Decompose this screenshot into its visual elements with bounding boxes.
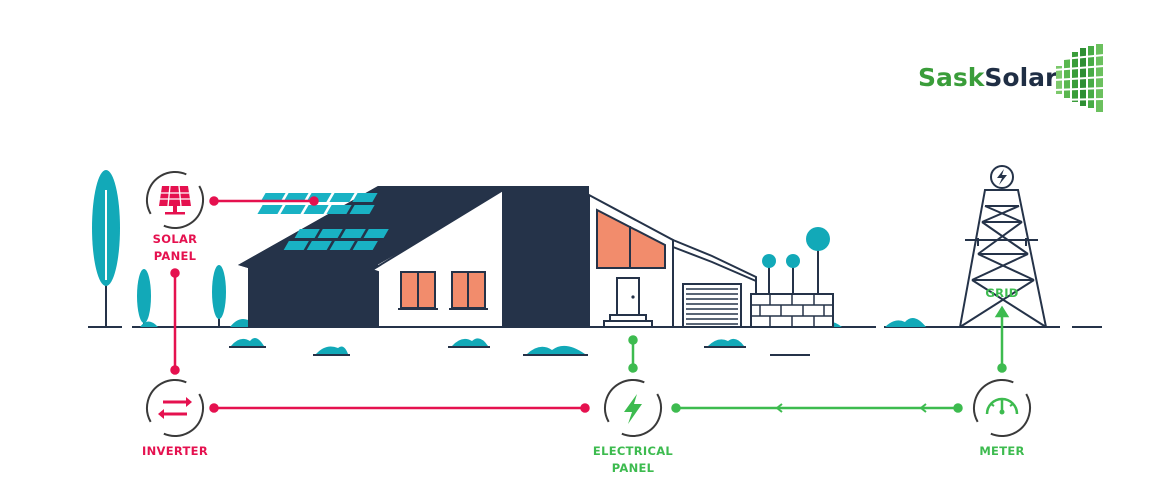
red-flow-lines [170,196,590,413]
lollipop-trees [762,227,830,294]
svg-text:SaskSolar: SaskSolar [918,63,1058,92]
grid-label: GRID [985,286,1018,300]
power-tower [959,165,1047,328]
inverter-arrows-icon [158,397,192,419]
brand-grid-mark [1053,44,1105,112]
small-tree-left [137,269,151,327]
brand-name-part2: Solar [984,63,1058,92]
lightning-bolt-icon [624,394,642,424]
solar-panel-label-line2: PANEL [154,249,197,263]
brand-name-part1: Sask [918,63,986,92]
small-tree-center [212,265,226,327]
gauge-meter-icon [985,397,1019,415]
solar-panel-node: SOLAR PANEL [146,171,204,263]
solar-panel-label-line1: SOLAR [153,232,198,246]
meter-label: METER [979,444,1024,458]
sasksolar-logo: SaskSolar [918,44,1105,112]
house [238,186,834,328]
meter-node: METER [973,379,1031,458]
moon-icon [269,97,333,166]
solar-panel-icon [159,185,191,215]
green-flow-lines [628,305,1010,413]
electrical-panel-label-line1: ELECTRICAL [593,444,673,458]
front-windows [398,271,488,310]
ground-dashes [229,326,884,356]
tall-tree-left [92,170,120,327]
inverter-label: INVERTER [142,444,208,458]
electrical-panel-node: ELECTRICAL PANEL [593,379,673,475]
inverter-node: INVERTER [142,379,208,458]
electrical-panel-label-line2: PANEL [612,461,655,475]
